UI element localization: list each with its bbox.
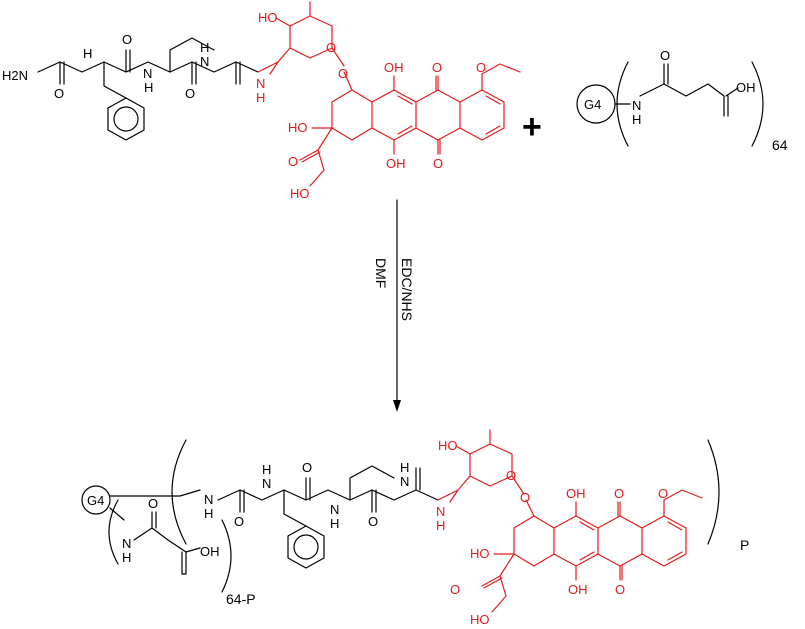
- amide-h-label: H: [204, 506, 213, 521]
- dendrimer-core-label: G4: [87, 493, 104, 508]
- ring-oxygen-label: O: [326, 40, 336, 55]
- carbonyl-o-label: O: [148, 496, 158, 511]
- amide-n-label: N: [122, 536, 131, 551]
- reactant-peptide: H2N H O N H O N H O: [2, 32, 259, 141]
- arm-bracket-open: [108, 499, 119, 565]
- glycosidic-oxygen-label: O: [520, 490, 530, 505]
- quinone-o-label: O: [614, 486, 624, 501]
- solvent-dmf: DMF: [373, 258, 389, 288]
- bracket-open: [616, 61, 629, 147]
- ketone-o-label: O: [450, 582, 460, 597]
- amide-n-label: N: [400, 474, 409, 489]
- amide-h-label: H: [122, 550, 131, 565]
- tertiary-hydroxyl-label: HO: [288, 120, 308, 135]
- plus-sign: +: [522, 108, 542, 146]
- quinone-o-label: O: [432, 60, 442, 75]
- reactant-dendrimer: G4 N H O OH 64: [576, 48, 788, 153]
- arm-repeat-count: 64-P: [226, 591, 256, 607]
- arm-bracket-close: [221, 519, 232, 593]
- amide-h-label: H: [330, 516, 339, 531]
- amide-h-label: H: [262, 462, 271, 477]
- amide-n-label: N: [262, 476, 271, 491]
- amide-h-label: H: [144, 80, 153, 95]
- phenol-label: OH: [566, 486, 586, 501]
- amide-n-label: N: [330, 502, 339, 517]
- reagent-edc-nhs: EDC/NHS: [399, 258, 415, 321]
- dendrimer-core: [81, 485, 111, 515]
- amide-h-label: H: [400, 460, 409, 475]
- amide-h-label: H: [632, 112, 641, 127]
- carbonyl-o-label: O: [302, 460, 312, 475]
- amide-n-label: N: [204, 492, 213, 507]
- carbonyl-o-label: O: [234, 514, 244, 529]
- carbonyl-o-label: O: [185, 86, 195, 101]
- sugar-hydroxyl-label: HO: [258, 10, 278, 25]
- tertiary-hydroxyl-label: HO: [470, 546, 490, 561]
- amine-label: H2N: [2, 68, 28, 83]
- amide-h-label: H: [200, 40, 209, 55]
- primary-hydroxyl-label: HO: [290, 186, 310, 201]
- phenol-label: OH: [384, 60, 404, 75]
- hydroxyl-label: OH: [736, 80, 756, 95]
- ring-oxygen-label: O: [506, 468, 516, 483]
- reactant-doxorubicin: N H HO O O OH O O HO O OH O HO: [256, 1, 521, 201]
- amide-n-label: N: [632, 98, 641, 113]
- quinone-o-label: O: [615, 582, 625, 597]
- reaction-arrow: EDC/NHS DMF: [373, 199, 415, 412]
- bracket-close: [751, 61, 764, 147]
- repeat-count-p: P: [740, 537, 749, 553]
- amide-n-label: N: [436, 504, 445, 519]
- bracket-open: [171, 439, 187, 545]
- glycosidic-oxygen-label: O: [338, 66, 348, 81]
- repeat-count: 64: [772, 137, 788, 153]
- phenol-label: OH: [386, 156, 406, 171]
- methoxy-o-label: O: [658, 486, 668, 501]
- amide-n-label: N: [143, 66, 152, 81]
- amide-h-label: H: [256, 90, 265, 105]
- phenol-label: OH: [568, 582, 588, 597]
- amide-n-label: N: [200, 54, 209, 69]
- ketone-o-label: O: [288, 154, 298, 169]
- primary-hydroxyl-label: HO: [470, 612, 490, 627]
- sugar-hydroxyl-label: HO: [438, 438, 458, 453]
- amide-h-label: H: [83, 46, 92, 61]
- amide-n-label: N: [256, 76, 265, 91]
- dendrimer-core-label: G4: [584, 97, 601, 112]
- carbonyl-o-label: O: [54, 86, 64, 101]
- hydroxyl-label: OH: [200, 544, 220, 559]
- methoxy-o-label: O: [476, 60, 486, 75]
- product-doxorubicin: N H HO O O OH O O HO O OH O HO: [436, 429, 703, 627]
- carbonyl-o-label: O: [368, 514, 378, 529]
- product-conjugate: G4 N H O OH 64-P N H O N H O N H O N H: [81, 429, 749, 627]
- amide-h-label: H: [436, 518, 445, 533]
- quinone-o-label: O: [433, 156, 443, 171]
- bracket-close: [707, 439, 720, 545]
- carbonyl-o-label: O: [122, 32, 132, 47]
- carbonyl-o-label: O: [660, 48, 670, 63]
